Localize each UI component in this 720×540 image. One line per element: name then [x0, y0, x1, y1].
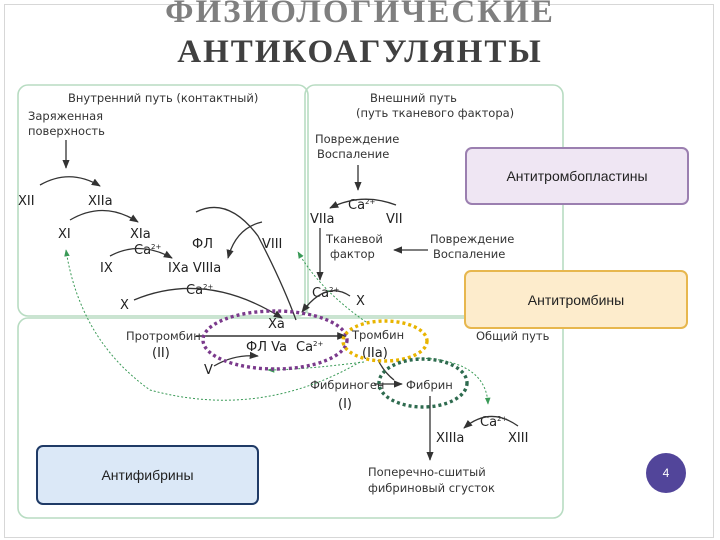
factor-xii: XII — [18, 194, 35, 209]
factor-v: V — [204, 363, 213, 378]
ca-label-intrinsic-2: Ca2+ — [186, 283, 214, 298]
arrow-ix-to-ixa — [109, 247, 173, 259]
thrombin-code: (IIa) — [362, 346, 388, 361]
ca-3-text: Ca — [348, 198, 365, 213]
ca-5-text: Ca — [296, 340, 313, 355]
thrombin-feedback-to-xi — [64, 249, 361, 401]
arrow-x-to-xa-extrinsic — [301, 290, 351, 313]
ca-1-sup: 2+ — [151, 243, 161, 251]
charged-surface-label-1: Заряженная — [28, 109, 103, 123]
damage-label-2: Повреждение — [430, 232, 514, 246]
factor-xiii: XIII — [508, 431, 528, 446]
antithromboplastins-callout: Антитромбопластины — [465, 147, 689, 205]
intrinsic-pathway-region — [17, 84, 309, 317]
arrow-xii-to-xiia — [39, 176, 101, 187]
factor-x-right: X — [356, 294, 365, 309]
factor-ix: IX — [100, 261, 113, 276]
factor-viii: VIII — [262, 237, 282, 252]
fibrin-label: Фибрин — [406, 378, 453, 392]
arrow-v-to-va — [213, 351, 259, 367]
arrow-xiii-to-xiiia — [463, 415, 519, 429]
page-number-badge: 4 — [646, 453, 686, 493]
fibrinogen-label: Фибриноген — [310, 378, 384, 392]
ca-1-text: Ca — [134, 243, 151, 258]
factor-xi: XI — [58, 227, 71, 242]
antithrombin-ring — [341, 319, 429, 363]
prothrombin-code: (II) — [152, 346, 170, 361]
damage-label: Повреждение — [315, 132, 399, 146]
common-pathway-region — [17, 317, 564, 519]
charged-surface-label-2: поверхность — [28, 124, 105, 138]
factor-xiiia: XIIIa — [436, 431, 464, 446]
factor-x-left: X — [120, 298, 129, 313]
ca-2-text: Ca — [186, 283, 203, 298]
antifibrins-callout: Антифибрины — [36, 445, 259, 505]
thrombin-feedback-to-xiii — [417, 357, 491, 405]
antithrombins-callout: Антитромбины — [464, 270, 688, 329]
slide-title-line2: АНТИКОАГУЛЯНТЫ — [177, 34, 543, 70]
inflammation-label-2: Воспаление — [433, 247, 505, 261]
clot-label-2: фибриновый сгусток — [368, 481, 495, 495]
factor-ixa-viiia: IXa VIIIa — [168, 261, 221, 276]
prothrombin-label: Протромбин — [126, 329, 201, 343]
intrinsic-pathway-title: Внутренний путь (контактный) — [68, 91, 258, 105]
thrombin-feedback-to-v — [267, 361, 365, 373]
ca-3-sup: 2+ — [365, 198, 375, 206]
antifibrin-ring — [377, 357, 469, 409]
slide-frame — [4, 4, 714, 538]
arrow-xi-to-xia — [69, 209, 139, 223]
arrow-vii-to-viia — [329, 198, 397, 209]
factor-xa: Xa — [268, 317, 285, 332]
thrombin-feedback-to-viii — [297, 251, 367, 323]
arrow-viii-to-viiia — [226, 221, 263, 259]
fibrinogen-code: (I) — [338, 397, 352, 412]
clot-label-1: Поперечно-сшитый — [368, 465, 486, 479]
slide-title-line1: ФИЗИОЛОГИЧЕСКИЕ — [165, 0, 555, 30]
ca-label-common-2: Ca2+ — [480, 415, 508, 430]
tissue-factor-label-2: фактор — [330, 247, 375, 261]
tissue-factor-label-1: Тканевой — [325, 232, 383, 246]
ca-5-sup: 2+ — [313, 340, 323, 348]
phospholipid-va: ФЛ Va — [246, 340, 287, 355]
inflammation-label: Воспаление — [317, 147, 389, 161]
ca-label-extrinsic-1: Ca2+ — [348, 198, 376, 213]
antithromboplastin-ring — [201, 309, 349, 371]
ca-6-sup: 2+ — [497, 415, 507, 423]
factor-xia: XIa — [130, 227, 151, 242]
extrinsic-pathway-title-2: (путь тканевого фактора) — [356, 106, 514, 120]
arrow-xia-to-common — [195, 206, 297, 321]
common-pathway-title: Общий путь — [476, 329, 550, 343]
factor-xiia: XIIa — [88, 194, 113, 209]
extrinsic-pathway-title-1: Внешний путь — [370, 91, 457, 105]
ca-2-sup: 2+ — [203, 283, 213, 291]
ca-label-common: Ca2+ — [296, 340, 324, 355]
arrow-x-to-xa-intrinsic — [133, 287, 283, 319]
factor-viia: VIIa — [310, 212, 335, 227]
ca-label-intrinsic-1: Ca2+ — [134, 243, 162, 258]
phospholipid-1: ФЛ — [192, 237, 213, 252]
factor-vii: VII — [386, 212, 403, 227]
thrombin-label: Тромбин — [351, 328, 404, 342]
ca-6-text: Ca — [480, 415, 497, 430]
